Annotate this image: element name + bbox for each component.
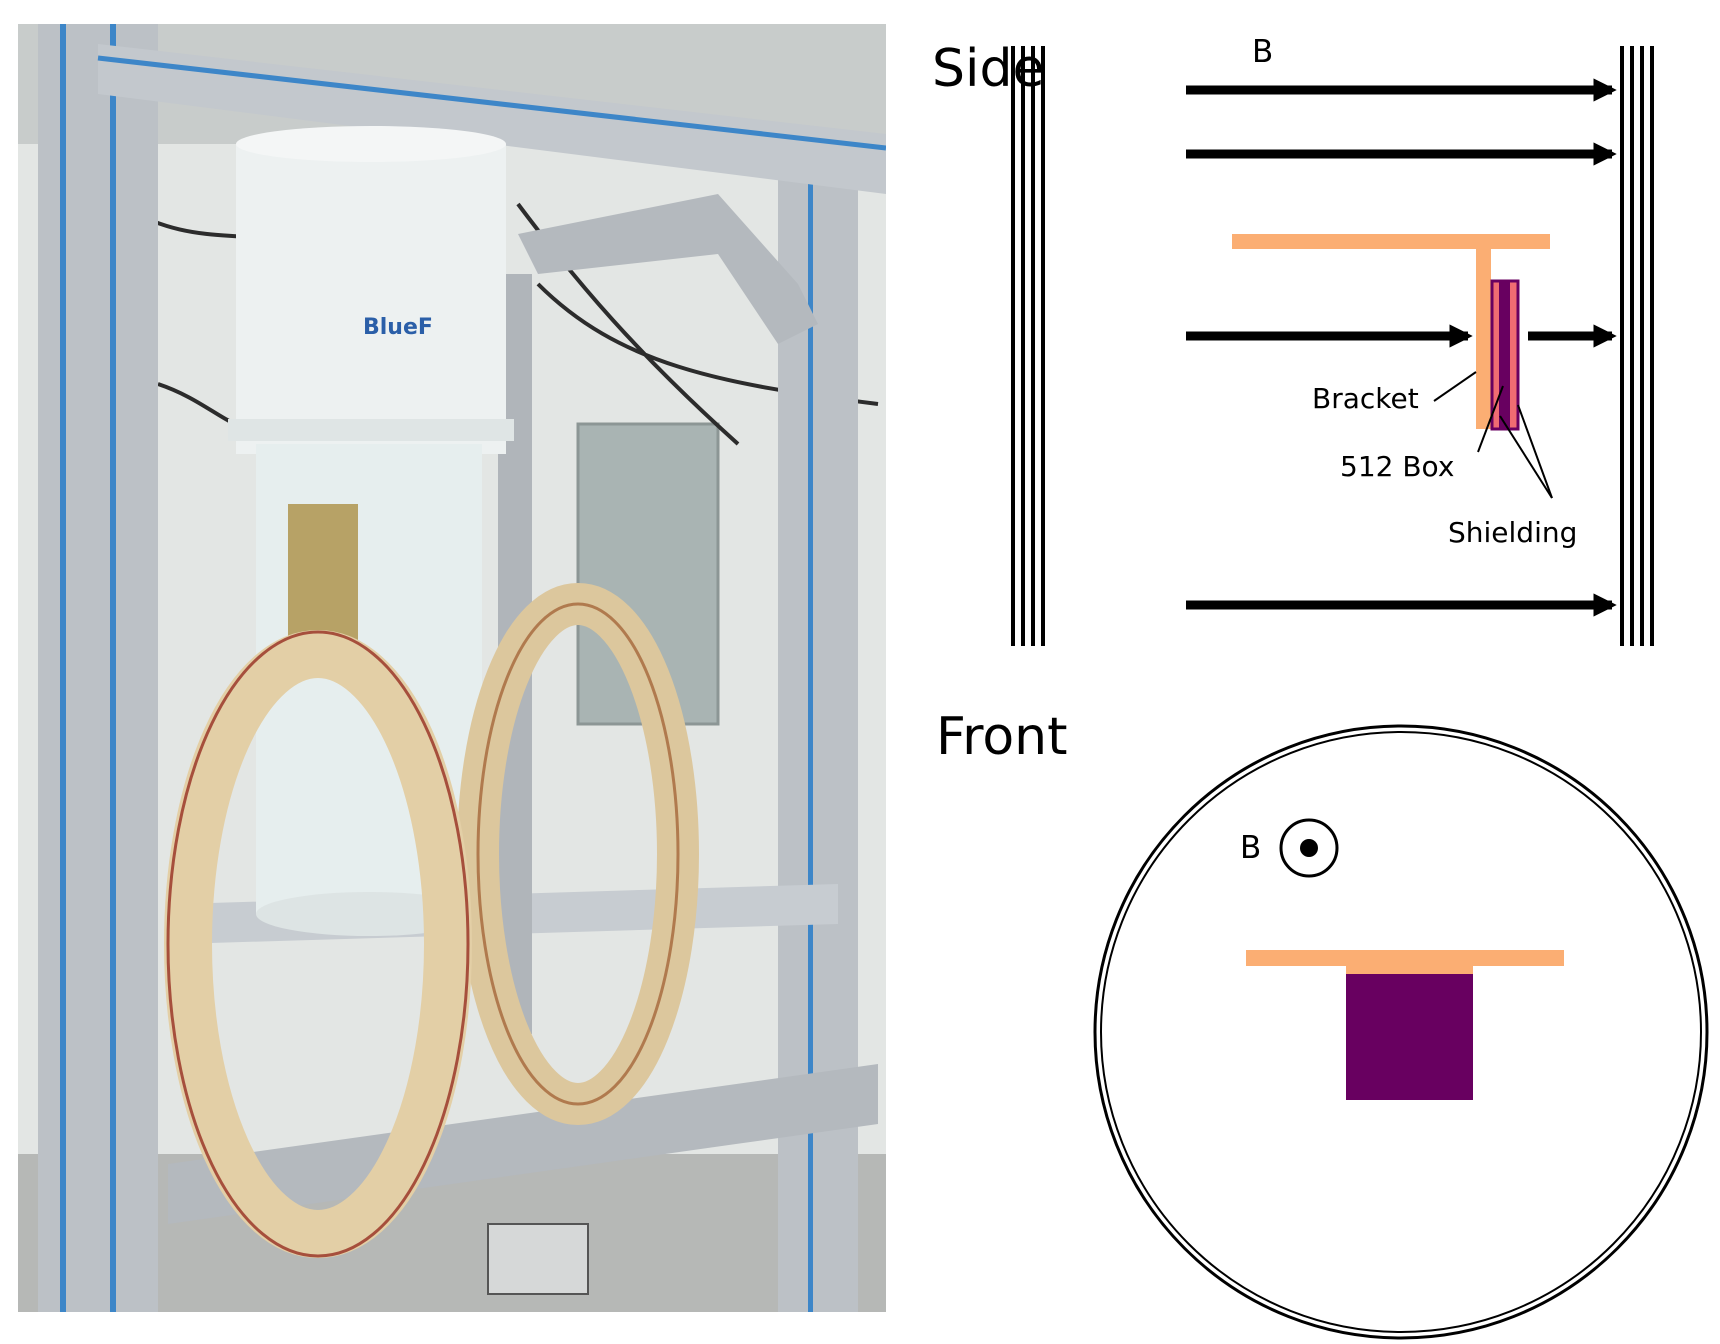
- helmholtz-coil-rings: [164, 583, 699, 1258]
- apparatus-photo: BlueF: [18, 24, 886, 1312]
- bracket-leader-line: [1433, 371, 1477, 402]
- coil-right-windings: [1620, 46, 1654, 646]
- front-view-title: Front: [936, 707, 1068, 767]
- shielding-label: Shielding: [1448, 516, 1577, 549]
- side-view: Side B: [932, 34, 1654, 646]
- box-leader-line: [1477, 385, 1504, 453]
- coil-inner-ring: [1100, 731, 1702, 1333]
- bracket: [1232, 234, 1550, 429]
- out-of-page-field-dot: [1300, 839, 1318, 857]
- box-512-front: [1346, 974, 1473, 1100]
- bluefors-logo: BlueF: [363, 315, 433, 340]
- bracket-front-mount: [1346, 964, 1473, 974]
- coil-left-windings: [1011, 46, 1045, 646]
- box-512: [1499, 281, 1510, 429]
- out-of-page-field-icon: [1279, 818, 1339, 878]
- bracket-front: [1246, 950, 1564, 966]
- box-512-label: 512 Box: [1340, 450, 1454, 483]
- front-field-label: B: [1240, 830, 1261, 866]
- bracket-label: Bracket: [1312, 382, 1419, 415]
- field-schematic: Side B: [932, 34, 1709, 1340]
- shielding-leader-line: [1499, 415, 1553, 499]
- front-view: Front B: [936, 707, 1709, 1340]
- shielding-leader-line: [1517, 404, 1553, 499]
- side-field-label: B: [1252, 34, 1273, 70]
- coil-outer-ring: [1093, 724, 1709, 1340]
- side-view-title: Side: [932, 39, 1044, 99]
